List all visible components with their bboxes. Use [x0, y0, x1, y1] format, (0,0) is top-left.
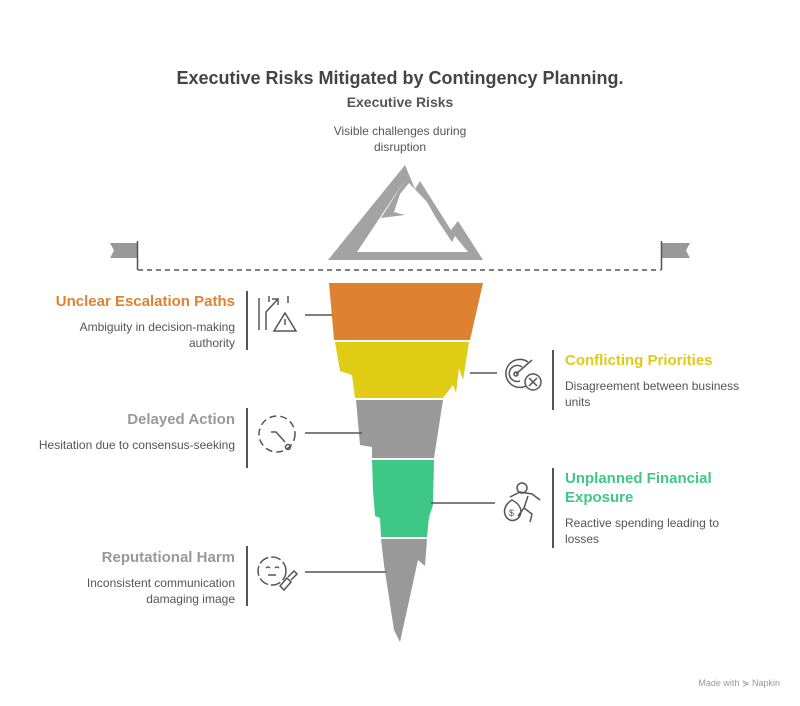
right-flag-icon: [662, 243, 690, 258]
segment-gray-1: [356, 400, 443, 458]
item-description: Hesitation due to consensus-seeking: [38, 438, 235, 452]
segment-yellow: [335, 342, 469, 398]
segment-green: [372, 460, 434, 537]
item-label: Unplanned Financial Exposure: [565, 470, 712, 506]
connector-lines: [305, 314, 497, 573]
item-label: Delayed Action: [127, 411, 235, 428]
segment-gray-2: [381, 539, 427, 642]
item-label: Unclear Escalation Paths: [55, 293, 235, 310]
svg-text:$: $: [509, 508, 514, 518]
segment-orange: [329, 283, 483, 340]
item-description: Disagreement between business units: [565, 379, 740, 409]
top-heading: Executive Risks: [346, 94, 454, 110]
label-bars: [246, 291, 554, 606]
mountain-icon: [328, 165, 483, 260]
item-reputational-harm: Reputational Harm Inconsistent communica…: [35, 548, 235, 607]
item-description: Reactive spending leading to losses: [565, 516, 720, 546]
delayed-timer-icon: [258, 415, 296, 453]
left-flag-icon: [110, 243, 137, 258]
item-delayed-action: Delayed Action Hesitation due to consens…: [35, 410, 235, 453]
item-label: Conflicting Priorities: [565, 352, 713, 369]
escalation-warning-icon: [258, 296, 298, 332]
item-description: Inconsistent communication damaging imag…: [86, 576, 235, 606]
water-line: [110, 241, 690, 271]
diagram-title: Executive Risks Mitigated by Contingency…: [176, 68, 624, 88]
item-label: Reputational Harm: [101, 549, 235, 566]
target-cross-icon: [505, 358, 542, 391]
item-unclear-escalation-paths: Unclear Escalation Paths Ambiguity in de…: [35, 292, 235, 351]
top-description: Visible challenges during disruption: [333, 124, 467, 154]
item-description: Ambiguity in decision-making authority: [79, 320, 235, 350]
made-with-napkin-link[interactable]: Made with ⋟ Napkin: [698, 678, 780, 688]
item-unplanned-financial-exposure: Unplanned Financial Exposure Reactive sp…: [565, 469, 735, 547]
running-money-icon: $: [503, 482, 541, 523]
face-brush-icon: [257, 556, 299, 592]
item-conflicting-priorities: Conflicting Priorities Disagreement betw…: [565, 351, 755, 410]
